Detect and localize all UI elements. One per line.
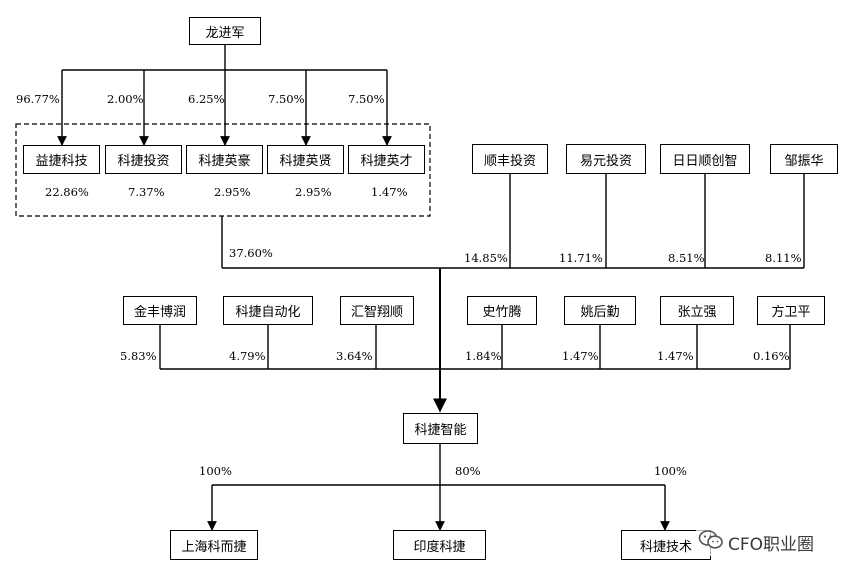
node-india-kejie: 印度科捷 xyxy=(393,530,486,560)
node-fang-weiping: 方卫平 xyxy=(757,296,825,325)
node-yao-houqin: 姚后勤 xyxy=(564,296,636,325)
pct-to-india: 80% xyxy=(455,464,481,478)
lower-shareholder-connectors xyxy=(159,325,791,370)
pct-yao: 1.47% xyxy=(562,349,599,363)
pct-yiyuan: 11.71% xyxy=(559,251,603,265)
node-shi-zhuteng: 史竹腾 xyxy=(467,296,537,325)
pct-zidonghua: 4.79% xyxy=(229,349,266,363)
pct-zou: 8.11% xyxy=(765,251,802,265)
node-kejie-zidonghua: 科捷自动化 xyxy=(223,296,313,325)
node-huizhi-xiangshun: 汇智翔顺 xyxy=(340,296,414,325)
watermark: CFO职业圈 xyxy=(696,528,817,556)
node-shunfeng-touzi: 顺丰投资 xyxy=(472,144,548,174)
pct-shunfeng: 14.85% xyxy=(464,251,508,265)
pct-yingcai: 1.47% xyxy=(371,185,408,199)
pct-yingxian: 2.95% xyxy=(295,185,332,199)
pct-group-total: 37.60% xyxy=(229,246,273,260)
pct-riri: 8.51% xyxy=(668,251,705,265)
node-jinfeng-borun: 金丰博润 xyxy=(123,296,197,325)
pct-long-to-touzi: 2.00% xyxy=(107,92,144,106)
long-jinjun-connectors xyxy=(57,45,392,146)
node-yijie-keji: 益捷科技 xyxy=(23,145,100,174)
pct-to-jishu: 100% xyxy=(654,464,687,478)
watermark-text: CFO职业圈 xyxy=(728,534,815,555)
node-kejie-yinghao: 科捷英豪 xyxy=(186,145,263,174)
pct-yijie: 22.86% xyxy=(45,185,89,199)
pct-fang: 0.16% xyxy=(753,349,790,363)
pct-huizhi: 3.64% xyxy=(336,349,373,363)
node-yiyuan-touzi: 易元投资 xyxy=(566,144,646,174)
pct-shi: 1.84% xyxy=(465,349,502,363)
pct-to-shanghai: 100% xyxy=(199,464,232,478)
node-kejie-yingxian: 科捷英贤 xyxy=(267,145,344,174)
subsidiary-connectors xyxy=(207,444,670,531)
node-shanghai-kejie: 上海科而捷 xyxy=(170,530,258,560)
upper-shareholder-connectors xyxy=(221,174,805,269)
pct-zhang: 1.47% xyxy=(657,349,694,363)
node-kejie-zhineng: 科捷智能 xyxy=(403,413,478,444)
node-kejie-yingcai: 科捷英才 xyxy=(348,145,425,174)
pct-long-to-yijie: 96.77% xyxy=(16,92,60,106)
pct-jinfeng: 5.83% xyxy=(120,349,157,363)
node-zhang-liqiang: 张立强 xyxy=(660,296,734,325)
pct-long-to-yinghao: 6.25% xyxy=(188,92,225,106)
node-long-jinjun: 龙进军 xyxy=(189,17,261,45)
wechat-icon xyxy=(698,529,728,556)
pct-long-to-yingxian: 7.50% xyxy=(268,92,305,106)
pct-yinghao: 2.95% xyxy=(214,185,251,199)
node-riri-shun: 日日顺创智 xyxy=(660,144,750,174)
pct-touzi: 7.37% xyxy=(128,185,165,199)
pct-long-to-yingcai: 7.50% xyxy=(348,92,385,106)
node-zou-zhenhua: 邹振华 xyxy=(770,144,838,174)
holding-platform-group-frame xyxy=(15,123,431,217)
node-kejie-touzi: 科捷投资 xyxy=(105,145,182,174)
